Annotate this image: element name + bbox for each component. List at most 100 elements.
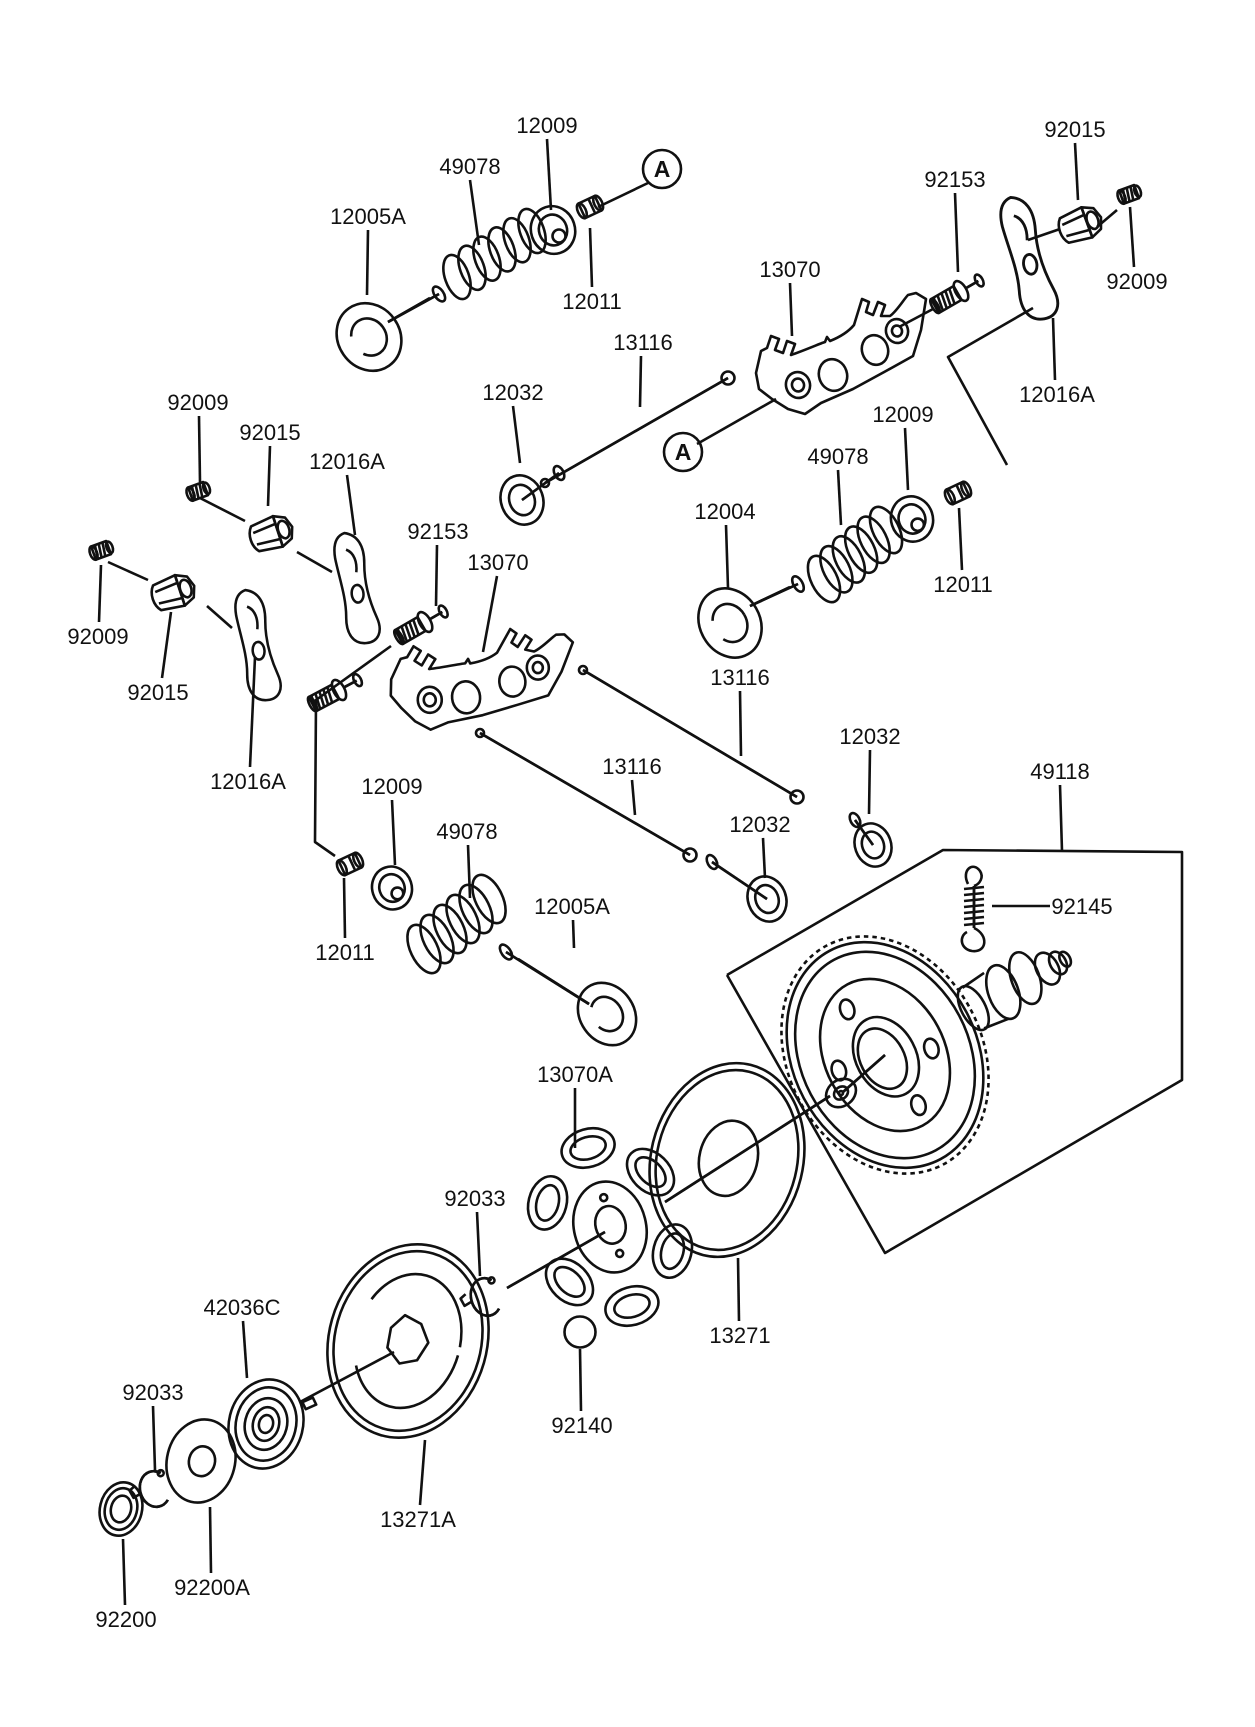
leader-line [903,427,910,491]
part-number-label: 92153 [407,519,468,544]
tappet-12032-c [705,853,788,923]
spring-retainer-12009-top [529,204,577,256]
part-number-label: 92033 [444,1186,505,1211]
part-number-label: 12032 [729,812,790,837]
leader-line [571,919,576,949]
camshaft-kit-boundary-49118 [725,848,1184,1255]
part-number-label: 13116 [613,330,673,355]
part-number-label: 92009 [1106,269,1167,294]
part-number-label: 92200A [174,1575,250,1600]
leader-line [248,656,257,768]
rocker-case-plate-13070-right [754,291,928,416]
part-number-label: 13271 [709,1323,770,1348]
part-number-label: 92009 [167,390,228,415]
valve-keeper-12011-right [943,480,973,506]
leader-line [345,474,357,536]
leader-line [197,415,202,483]
ref-marker-letter: A [675,439,692,465]
leader-line [241,1320,249,1379]
leader-line [342,877,347,939]
rocker-arm-12016A-right [999,195,1060,321]
valve-spring-49078-right [806,505,904,604]
ref-marker-A: A [662,431,704,473]
part-number-label: 12016A [1019,382,1095,407]
leader-line [545,138,553,211]
part-number-label: 92009 [67,624,128,649]
ref-marker-A: A [641,148,683,190]
part-number-label: 13070A [537,1062,613,1087]
valve-12005A-bottom [498,943,638,1047]
assembly-axis-line [664,1094,831,1204]
assembly-axis-line [296,550,333,574]
governor-spring-92145 [960,865,986,953]
camshaft-lobes [956,950,1073,1032]
part-number-label: 12009 [872,402,933,427]
part-number-label: 13070 [467,550,528,575]
valve-spring-49078-bottom [406,873,507,975]
part-number-label: 12009 [516,113,577,138]
ref-marker-line [696,397,777,446]
part-number-label: 12005A [534,894,610,919]
part-number-label: 12004 [694,499,755,524]
leader-line [588,227,594,288]
rocker-arm-12016A-mid [333,531,381,645]
push-rod-13116-mid [577,664,805,805]
part-number-label: 49078 [439,154,500,179]
part-number-label: 92015 [127,680,188,705]
leader-line [867,749,872,815]
leader-line [208,1506,213,1574]
leader-line [418,1439,427,1506]
leader-line [481,575,499,653]
valve-keeper-12011-top [575,194,605,220]
part-number-label: 13116 [602,754,662,779]
part-number-label: 92015 [1044,117,1105,142]
leader-line [365,229,370,296]
leader-line [724,524,730,589]
lock-screw-92009-left [88,539,115,562]
ref-marker-line [597,181,649,209]
part-number-label: 12016A [309,449,385,474]
spring-retainer-12009-bottom [370,865,414,911]
leader-line [475,1211,482,1277]
assembly-axis-line [206,605,233,629]
pivot-nut-92015-right [1057,205,1103,245]
part-number-label: 12009 [361,774,422,799]
leader-line [738,690,743,757]
circlip-92033-upper [459,1276,501,1318]
leader-line [953,192,960,273]
assembly-axis-line [1027,227,1061,242]
valve-plate-13070A [526,1126,694,1328]
valve-12004 [697,575,806,659]
spring-retainer-12009-right [889,495,935,543]
assembly-axis-line [946,306,1034,466]
pivot-nut-92015-left [150,573,196,612]
part-number-label: 12011 [933,572,993,597]
part-number-label: 42036C [203,1295,280,1320]
part-number-label: 12032 [839,724,900,749]
part-number-label: 92145 [1051,894,1112,919]
adjusting-screw-92153-left [306,672,364,713]
leader-line [638,355,643,408]
circlip-92033-lower [128,1468,169,1509]
part-number-label: 49078 [807,444,868,469]
leader-line [836,469,843,526]
leader-line [434,544,439,607]
assembly-axis-line [199,496,246,523]
part-number-label: 13271A [380,1507,456,1532]
leader-line [578,1348,583,1412]
part-number-label: 92015 [239,420,300,445]
leader-line [151,1405,157,1471]
part-number-label: 12005A [330,204,406,229]
part-number-label: 13070 [759,257,820,282]
camshaft-stub-shaft [824,1054,886,1109]
rocker-case-plate-13070-left [389,627,575,731]
pivot-nut-92015-mid [248,514,294,553]
valve-spring-49078-top [442,207,547,301]
leader-line [1128,206,1136,268]
camshaft-assembly-49118 [780,865,1073,1175]
leader-line [1058,784,1064,852]
assembly-axis-line [107,560,149,582]
leader-line [957,507,964,571]
part-number-label: 12011 [315,940,375,965]
